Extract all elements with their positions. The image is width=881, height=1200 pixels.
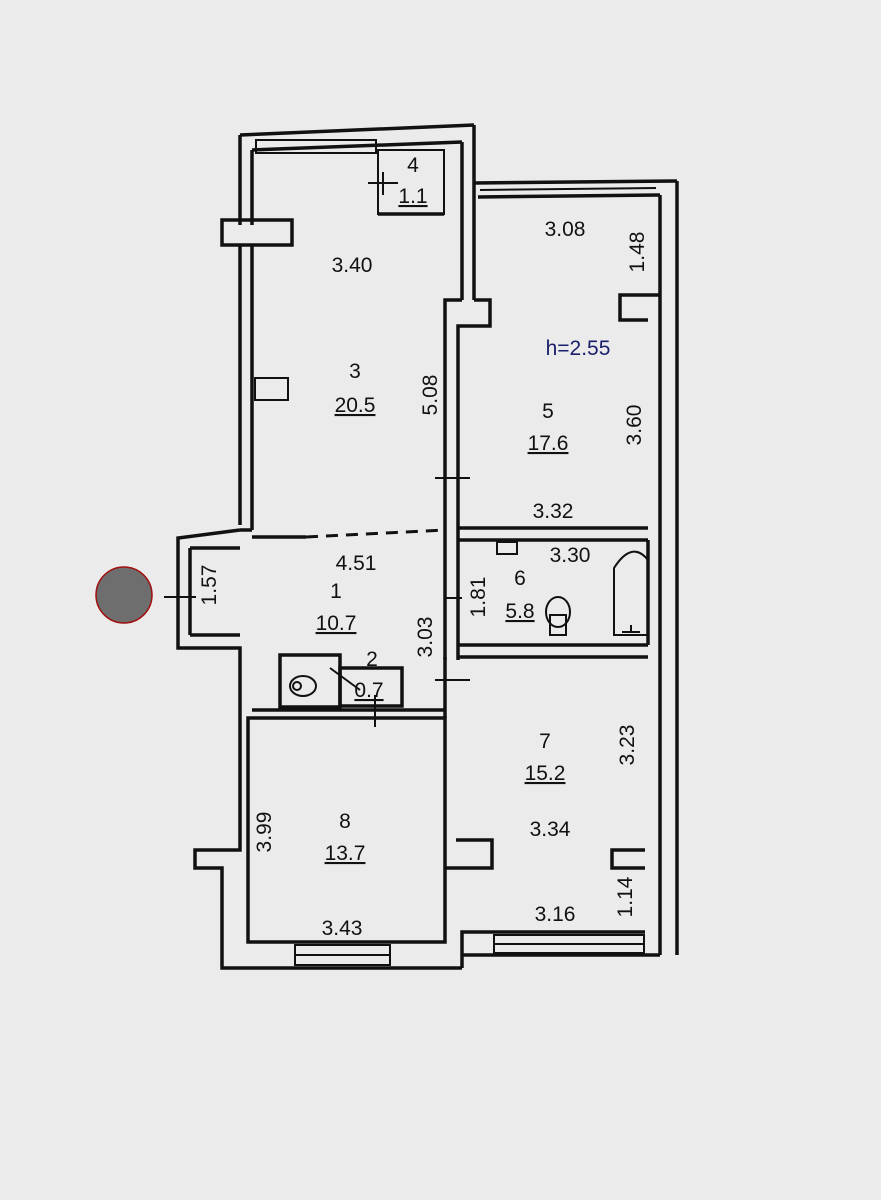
room-7-area: 15.2 bbox=[525, 762, 566, 785]
ceiling-height: h=2.55 bbox=[546, 337, 611, 360]
marker-icon bbox=[95, 566, 153, 624]
room-5-bottom: 3.32 bbox=[533, 500, 574, 523]
room-3-length: 5.08 bbox=[419, 375, 442, 416]
room-2-number: 2 bbox=[366, 648, 378, 671]
room-6-area: 5.8 bbox=[505, 600, 534, 623]
room-1-top: 4.51 bbox=[336, 552, 377, 575]
room-1-right: 3.03 bbox=[414, 617, 437, 658]
room-7-bottom: 3.16 bbox=[535, 903, 576, 926]
outer-walls bbox=[176, 123, 679, 970]
room-5-right-upper: 1.48 bbox=[626, 232, 649, 273]
room-7-right-lower: 1.14 bbox=[614, 876, 637, 917]
room-6-height: 1.81 bbox=[467, 577, 490, 618]
room-5-area: 17.6 bbox=[528, 432, 569, 455]
room-7-mid: 3.34 bbox=[530, 818, 571, 841]
room-6-number: 6 bbox=[514, 567, 526, 590]
room-7-right: 3.23 bbox=[616, 725, 639, 766]
room-4-number: 4 bbox=[407, 154, 419, 177]
room-2-area: 0.7 bbox=[354, 679, 383, 702]
room-8-left: 3.99 bbox=[253, 812, 276, 853]
room-1-area: 10.7 bbox=[316, 612, 357, 635]
room-5-number: 5 bbox=[542, 400, 554, 423]
interior-walls bbox=[164, 149, 650, 727]
room-4-area: 1.1 bbox=[398, 185, 427, 208]
room-6-width: 3.30 bbox=[550, 544, 591, 567]
fixtures bbox=[289, 541, 649, 697]
room-7-number: 7 bbox=[539, 730, 551, 753]
room-3-width: 3.40 bbox=[332, 254, 373, 277]
room-8-number: 8 bbox=[339, 810, 351, 833]
room-8-bottom: 3.43 bbox=[322, 917, 363, 940]
room-1-number: 1 bbox=[330, 580, 342, 603]
room-3-area: 20.5 bbox=[335, 394, 376, 417]
room-8-area: 13.7 bbox=[325, 842, 366, 865]
room-3-number: 3 bbox=[349, 360, 361, 383]
room-5-right: 3.60 bbox=[623, 405, 646, 446]
room-5-top: 3.08 bbox=[545, 218, 586, 241]
room-1-left: 1.57 bbox=[198, 565, 221, 606]
